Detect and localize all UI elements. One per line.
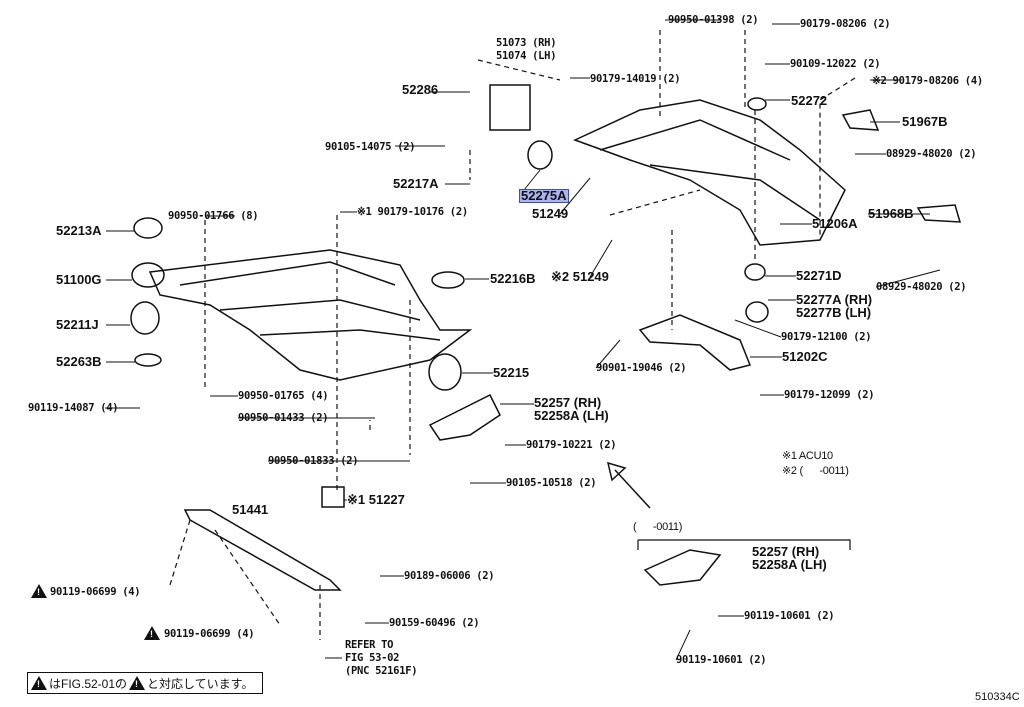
part-label: 90179-12100 (2)	[781, 331, 872, 343]
part-label: 51249	[532, 206, 569, 221]
part-label: ※1 90179-10176 (2)	[357, 206, 468, 218]
part-label: 52277B (LH)	[796, 305, 872, 320]
footnote: ※2 ( -0011)	[782, 465, 849, 477]
rear-crossmember	[573, 99, 846, 246]
part-label: 90159-60496 (2)	[389, 617, 480, 629]
warning-triangle-icon	[31, 584, 47, 598]
part-label: 52271D	[796, 268, 842, 283]
reference-note: FIG 53-02	[345, 652, 400, 664]
note-text-1: はFIG.52-01の	[49, 676, 128, 691]
warning-triangle-icon	[31, 676, 47, 690]
warning-note-box: はFIG.52-01の と対応しています。	[27, 672, 263, 694]
part-label: 90901-19046 (2)	[596, 362, 687, 374]
part-label: 90179-14019 (2)	[590, 73, 681, 85]
part-label: 51206A	[812, 216, 858, 231]
part-label: 51074 (LH)	[496, 50, 557, 62]
part-label: 52257 (RH)	[752, 544, 820, 559]
part-label: 90950-01765 (4)	[238, 390, 329, 402]
part-label: ※1 51227	[347, 492, 405, 507]
part-label: 51968B	[868, 206, 914, 221]
part-label: 90119-14087 (4)	[28, 402, 119, 414]
part-label: 52216B	[490, 271, 536, 286]
part-label: 52286	[402, 82, 439, 97]
part-label: ※2 90179-08206 (4)	[872, 75, 983, 87]
part-label: 51202C	[782, 349, 828, 364]
part-label: 52211J	[56, 317, 99, 332]
figure-code: 510334C	[975, 691, 1020, 703]
variant-note: ( -0011)	[633, 521, 683, 533]
reference-note[interactable]: (PNC 52161F)	[345, 665, 418, 677]
part-label: 90189-06006 (2)	[404, 570, 495, 582]
part-label: 90179-12099 (2)	[784, 389, 875, 401]
part-label: 90105-14075 (2)	[325, 141, 416, 153]
front-subframe	[148, 249, 473, 381]
part-label: 90119-06699 (4)	[164, 628, 255, 640]
part-label: 51441	[232, 502, 269, 517]
note-text-2: と対応しています。	[147, 676, 254, 691]
under-cover	[183, 509, 342, 591]
part-label: 90119-10601 (2)	[744, 610, 835, 622]
lower-arm	[638, 314, 752, 371]
part-label: 52263B	[56, 354, 102, 369]
part-label: 90950-01398 (2)	[668, 14, 759, 26]
part-label: 08929-48020 (2)	[876, 281, 967, 293]
part-label: 52258A (LH)	[534, 408, 609, 423]
part-label: 08929-48020 (2)	[886, 148, 977, 160]
part-label: 51967B	[902, 114, 948, 129]
part-label: 90950-01766 (8)	[168, 210, 259, 222]
part-label: 90179-08206 (2)	[800, 18, 891, 30]
part-label-highlighted[interactable]: 52275A	[519, 188, 569, 203]
part-label: 52213A	[56, 223, 102, 238]
warning-triangle-icon	[144, 626, 160, 640]
part-label: 52258A (LH)	[752, 557, 827, 572]
part-label: 52257 (RH)	[534, 395, 602, 410]
part-label: 52277A (RH)	[796, 292, 873, 307]
part-label: 90950-01833 (2)	[268, 455, 359, 467]
part-label: 51100G	[56, 272, 102, 287]
part-label: 90119-06699 (4)	[50, 586, 141, 598]
part-label: 90119-10601 (2)	[676, 654, 767, 666]
part-label: 52215	[493, 365, 530, 380]
part-label: 90109-12022 (2)	[790, 58, 881, 70]
footnote: ※1 ACU10	[782, 450, 833, 462]
part-label: 90105-10518 (2)	[506, 477, 597, 489]
part-label: 51073 (RH)	[496, 37, 557, 49]
part-label: 52272	[791, 93, 828, 108]
part-label: 90950-01433 (2)	[238, 412, 329, 424]
part-label: 90179-10221 (2)	[526, 439, 617, 451]
part-label: 52217A	[393, 176, 439, 191]
warning-triangle-icon	[129, 676, 146, 690]
reference-note: REFER TO	[345, 639, 394, 651]
part-label: ※2 51249	[551, 269, 609, 284]
